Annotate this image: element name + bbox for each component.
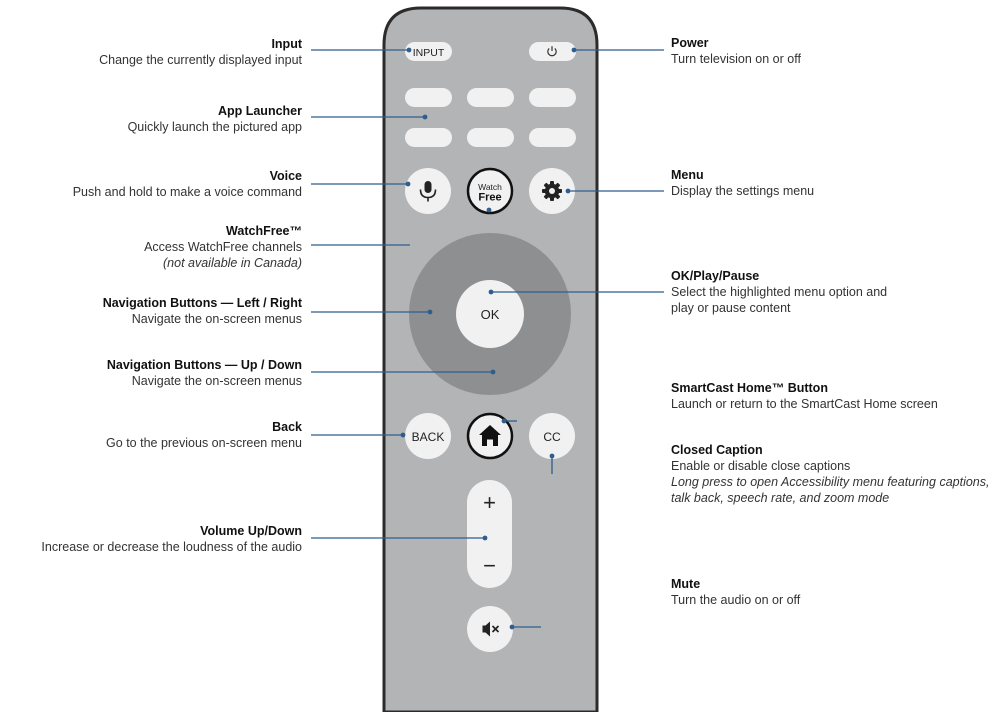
callout-title: Mute: [671, 577, 701, 591]
leader-lines: [311, 49, 664, 628]
leader-dots: [400, 47, 577, 630]
cc-button[interactable]: CC: [529, 413, 575, 459]
callout-title: Navigation Buttons — Up / Down: [106, 358, 302, 372]
callout-desc: play or pause content: [671, 301, 791, 315]
callout-title: App Launcher: [217, 104, 302, 118]
back-button[interactable]: BACK: [405, 413, 451, 459]
callout-desc: Turn television on or off: [671, 52, 801, 66]
app-button[interactable]: [467, 128, 514, 147]
callout-title: Power: [671, 36, 709, 50]
callout-voice: Voice Push and hold to make a voice comm…: [73, 168, 302, 200]
home-icon: [479, 425, 501, 446]
ok-button[interactable]: OK: [456, 280, 524, 348]
callout-title: Closed Caption: [671, 443, 763, 457]
callout-title: SmartCast Home™ Button: [671, 381, 828, 395]
callout-nav-up-down: Navigation Buttons — Up / Down Navigate …: [107, 357, 302, 389]
watchfree-button[interactable]: Watch Free: [466, 167, 514, 215]
callout-desc: Navigate the on-screen menus: [131, 312, 302, 326]
menu-button[interactable]: [529, 168, 575, 214]
callout-title: Menu: [671, 168, 704, 182]
callout-desc: Navigate the on-screen menus: [131, 374, 302, 388]
ok-label: OK: [481, 307, 500, 322]
callout-title: OK/Play/Pause: [671, 269, 760, 283]
watchfree-label-bottom: Free: [478, 192, 501, 204]
callout-menu: Menu Display the settings menu: [671, 167, 814, 199]
callout-title: Navigation Buttons — Left / Right: [102, 296, 302, 310]
cc-label: CC: [543, 430, 561, 444]
watchfree-label-top: Watch: [478, 182, 502, 192]
app-button[interactable]: [529, 88, 576, 107]
callout-desc: Go to the previous on-screen menu: [106, 436, 302, 450]
callout-note: talk back, speech rate, and zoom mode: [671, 491, 890, 505]
callout-desc: Increase or decrease the loudness of the…: [41, 540, 302, 554]
callout-ok: OK/Play/Pause Select the highlighted men…: [671, 268, 887, 316]
app-button[interactable]: [405, 128, 452, 147]
input-button[interactable]: INPUT: [405, 42, 452, 61]
volume-up-label: +: [483, 490, 496, 515]
volume-rocker[interactable]: + −: [467, 480, 512, 588]
callout-desc: Select the highlighted menu option and: [671, 285, 888, 299]
callout-power: Power Turn television on or off: [671, 35, 801, 67]
callout-watchfree: WatchFree™ Access WatchFree channels (no…: [144, 223, 302, 271]
gear-icon: [542, 181, 562, 201]
callout-desc: Enable or disable close captions: [671, 459, 851, 473]
volume-down-label: −: [483, 553, 496, 578]
callout-nav-left-right: Navigation Buttons — Left / Right Naviga…: [103, 295, 302, 327]
app-launcher-buttons: [405, 88, 576, 147]
callout-desc: Access WatchFree channels: [144, 240, 302, 254]
callout-title: Volume Up/Down: [200, 524, 302, 538]
callout-closed-caption: Closed Caption Enable or disable close c…: [671, 442, 989, 506]
callout-home: SmartCast Home™ Button Launch or return …: [671, 380, 938, 412]
callout-title: Back: [272, 420, 302, 434]
callout-title: Voice: [269, 169, 302, 183]
callout-title: Input: [271, 37, 302, 51]
callout-volume: Volume Up/Down Increase or decrease the …: [41, 523, 302, 555]
app-button[interactable]: [467, 88, 514, 107]
power-button[interactable]: [529, 42, 576, 61]
app-button[interactable]: [405, 88, 452, 107]
callout-note: (not available in Canada): [163, 256, 302, 270]
callout-desc: Quickly launch the pictured app: [127, 120, 302, 134]
mute-button[interactable]: [467, 606, 513, 652]
microphone-icon: [419, 181, 437, 202]
callout-desc: Turn the audio on or off: [671, 593, 801, 607]
home-button[interactable]: [466, 412, 514, 460]
callout-title: WatchFree™: [226, 224, 302, 238]
callout-desc: Change the currently displayed input: [99, 53, 302, 67]
app-button[interactable]: [529, 128, 576, 147]
callout-desc: Display the settings menu: [671, 184, 815, 198]
mute-icon: [482, 621, 500, 637]
callout-desc: Push and hold to make a voice command: [72, 185, 302, 199]
voice-button[interactable]: [405, 168, 451, 214]
callout-input: Input Change the currently displayed inp…: [99, 36, 302, 68]
back-label: BACK: [412, 430, 445, 444]
callout-app-launcher: App Launcher Quickly launch the pictured…: [128, 103, 302, 135]
callout-mute: Mute Turn the audio on or off: [671, 576, 800, 608]
callout-desc: Launch or return to the SmartCast Home s…: [671, 397, 938, 411]
callout-back: Back Go to the previous on-screen menu: [106, 419, 302, 451]
input-button-label: INPUT: [413, 47, 445, 59]
power-icon: [547, 46, 557, 57]
callout-note: Long press to open Accessibility menu fe…: [671, 475, 990, 489]
